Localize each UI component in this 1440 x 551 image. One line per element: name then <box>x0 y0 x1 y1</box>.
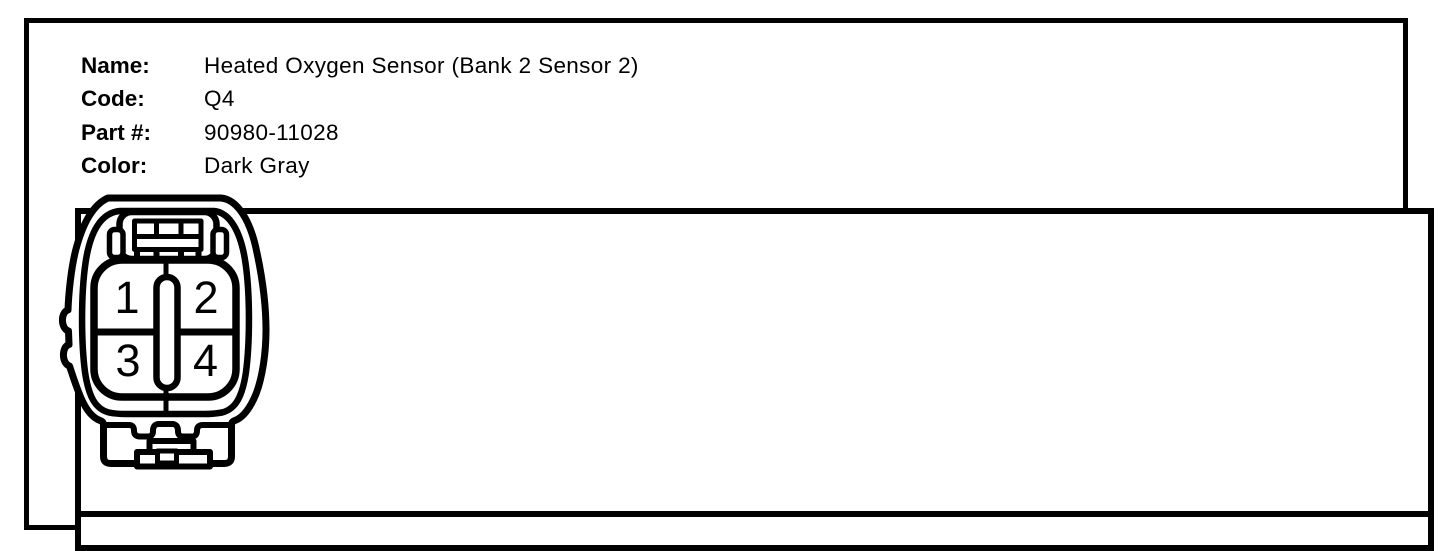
pin-3-label: 3 <box>115 335 140 386</box>
base-tab-center <box>155 448 179 466</box>
field-row-code: Code: Q4 <box>81 82 639 115</box>
diagram-footer-divider <box>81 511 1428 517</box>
field-label-name: Name: <box>81 53 150 78</box>
field-label-part-number: Part #: <box>81 119 152 145</box>
part-info-panel: Name: Heated Oxygen Sensor (Bank 2 Senso… <box>24 18 1434 551</box>
pin-4-label: 4 <box>193 335 218 386</box>
field-label-code: Code: <box>81 86 145 112</box>
pin-2-label: 2 <box>193 272 218 323</box>
field-value-code: Q4 <box>204 86 235 112</box>
center-keyway-slot <box>153 273 181 392</box>
field-value-part-number: 90980-11028 <box>204 119 339 145</box>
field-row-color: Color: Dark Gray <box>81 149 639 182</box>
connector-diagram-box <box>75 208 1434 551</box>
latch-side-tab-left <box>106 226 126 261</box>
connector-inner-shell <box>78 207 253 418</box>
field-row-part-number: Part #: 90980-11028 <box>81 116 639 149</box>
field-value-color: Dark Gray <box>204 153 310 179</box>
diagram-footer-strip <box>81 517 1428 545</box>
field-value-name: Heated Oxygen Sensor (Bank 2 Sensor 2) <box>204 53 639 78</box>
latch-grid-lines <box>134 221 201 239</box>
connector-pinout-drawing: 1 2 3 4 <box>58 194 270 470</box>
latch-grid-feet <box>134 249 202 258</box>
field-label-color: Color: <box>81 153 148 179</box>
part-info-header: Name: Heated Oxygen Sensor (Bank 2 Senso… <box>81 49 639 183</box>
pin-1-label: 1 <box>114 272 139 323</box>
base-retainer-notch-line <box>104 421 231 440</box>
latch-side-tab-right <box>210 226 230 261</box>
field-row-name: Name: Heated Oxygen Sensor (Bank 2 Senso… <box>81 49 639 82</box>
